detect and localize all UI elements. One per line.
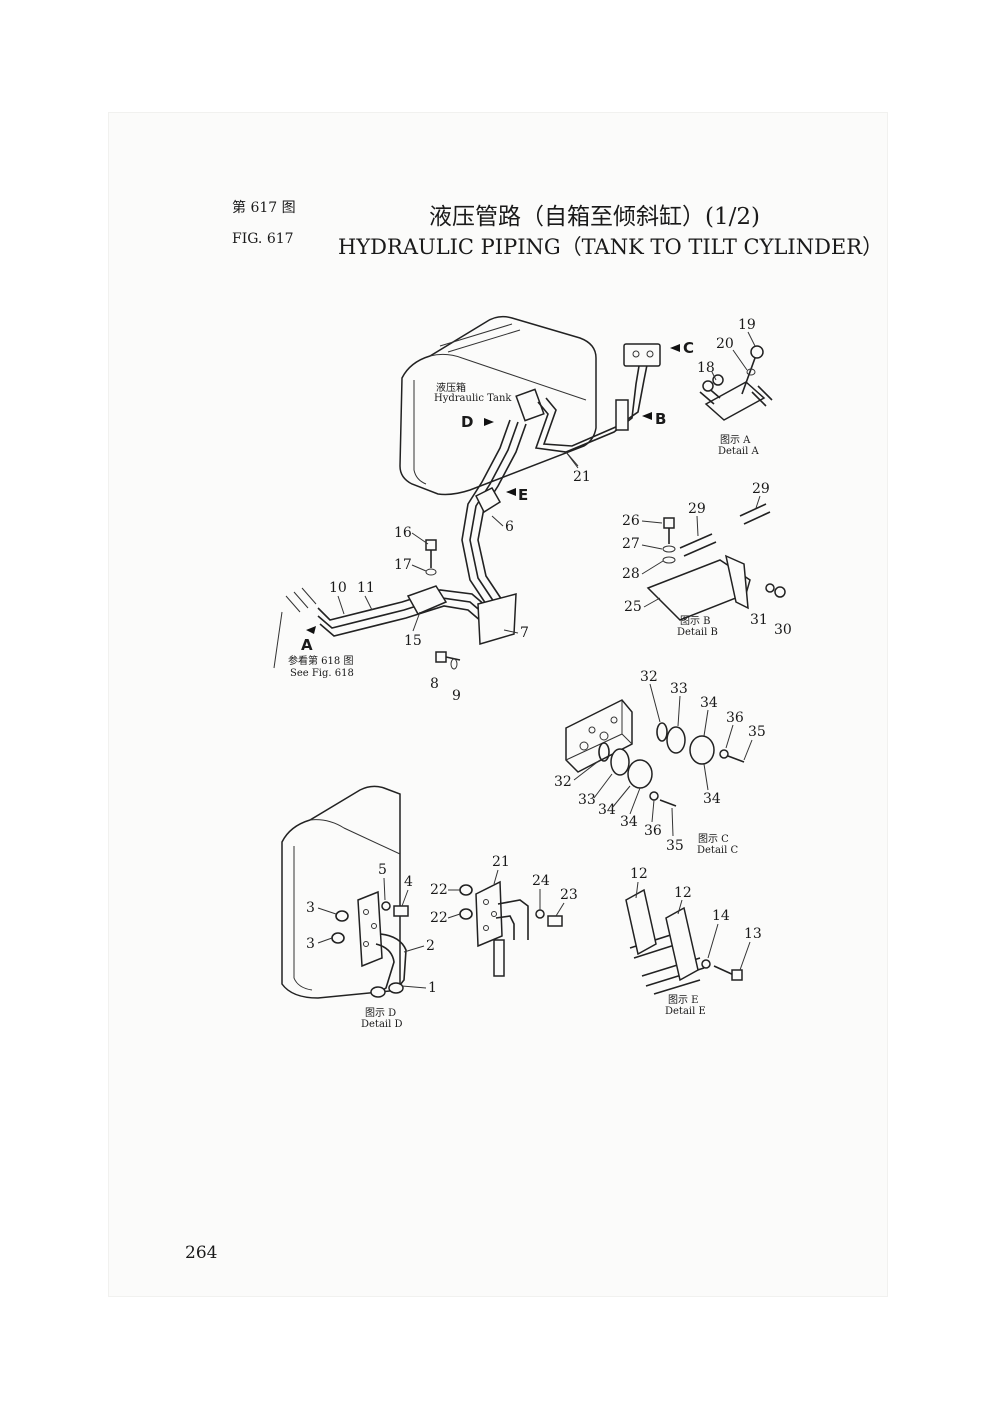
arrow-a-label: A: [301, 636, 313, 654]
detail-pipe-21-flange: 21 22 22 24 23: [430, 854, 578, 977]
detail-a-caption-cn: 图示 A: [720, 434, 751, 446]
part-11-label: 11: [357, 580, 375, 596]
part-34b-label: 34: [703, 791, 721, 807]
part-3b-label: 3: [306, 936, 315, 952]
part-36b-label: 36: [644, 823, 662, 839]
detail-a-caption-en: Detail A: [718, 446, 759, 457]
part-33a-label: 33: [670, 681, 688, 697]
detail-d-caption-en: Detail D: [361, 1019, 403, 1030]
part-34a-label: 34: [700, 695, 718, 711]
part-16-label: 16: [394, 525, 412, 541]
detail-d: 5 4 3 3 2 1 图示 D Detail D: [281, 785, 437, 1030]
part-20-label: 20: [716, 336, 734, 352]
part-1-label: 1: [428, 980, 437, 996]
arrow-b-icon: [642, 412, 652, 420]
arrow-d-label: D: [461, 413, 473, 431]
figure-number-en: FIG. 617: [232, 231, 294, 247]
part-7-label: 7: [520, 625, 529, 641]
part-29b-label: 29: [752, 481, 770, 497]
part-35b-label: 35: [666, 838, 684, 854]
detail-d-caption-cn: 图示 D: [365, 1007, 396, 1019]
part-34c-label: 34: [598, 802, 616, 818]
detail-e: 12 12 14 13 图示 E Detail E: [625, 866, 762, 1017]
part-23-label: 23: [560, 887, 578, 903]
part-35a-label: 35: [748, 724, 766, 740]
part-29a-label: 29: [688, 501, 706, 517]
part-12b-label: 12: [674, 885, 692, 901]
figure-title-cn: 液压管路（自箱至倾斜缸）(1/2): [429, 204, 760, 230]
part-4-label: 4: [404, 874, 413, 890]
part-31-label: 31: [750, 612, 768, 628]
part-6-label: 6: [505, 519, 514, 535]
part-10-label: 10: [329, 580, 347, 596]
arrow-a-icon: [306, 626, 316, 634]
detail-c-caption-en: Detail C: [697, 845, 738, 856]
part-32b-label: 32: [554, 774, 572, 790]
part-13-label: 13: [744, 926, 762, 942]
figure-title-chinese: 第 617 图 液压管路（自箱至倾斜缸）(1/2): [232, 197, 852, 230]
tank-label-cn: 液压箱: [436, 381, 466, 394]
detail-c-caption-cn: 图示 C: [698, 833, 729, 845]
view-arrows: A C B D E: [301, 339, 694, 654]
arrow-b-label: B: [655, 410, 666, 428]
part-30-label: 30: [774, 622, 792, 638]
part-14-label: 14: [712, 908, 730, 924]
part-3a-label: 3: [306, 900, 315, 916]
detail-b: 26 27 28 25 29 29 31 30 图示 B Detail B: [622, 481, 792, 638]
part-8-label: 8: [430, 676, 439, 692]
see-fig-reference: 参看第 618 图 See Fig. 618: [288, 654, 354, 679]
part-33b-label: 33: [578, 792, 596, 808]
detail-c: 32 33 34 36 35 34 32 33 34 34 36 35 图示 C…: [554, 669, 766, 856]
arrow-e-label: E: [518, 486, 528, 504]
part-36a-label: 36: [726, 710, 744, 726]
see-fig-label-en: See Fig. 618: [290, 668, 354, 679]
see-fig-label-cn: 参看第 618 图: [288, 654, 353, 667]
detail-a: 19 20 18 图示 A Detail A: [697, 317, 773, 457]
tank-label: 液压箱 Hydraulic Tank: [434, 381, 512, 404]
page-number: 264: [185, 1243, 218, 1263]
part-17-label: 17: [394, 557, 412, 573]
detail-b-caption-cn: 图示 B: [680, 615, 711, 627]
part-24-label: 24: [532, 873, 550, 889]
part-15-label: 15: [404, 633, 422, 649]
detail-e-caption-en: Detail E: [665, 1006, 706, 1017]
detail-e-caption-cn: 图示 E: [668, 994, 698, 1006]
pipe-bundle-drawing: [273, 343, 661, 670]
part-26-label: 26: [622, 513, 640, 529]
part-2-label: 2: [426, 938, 435, 954]
main-part-numbers: 21 6 16 17 10 11 15 7 8 9: [329, 451, 591, 704]
part-5-label: 5: [378, 862, 387, 878]
part-28-label: 28: [622, 566, 640, 582]
tank-label-en: Hydraulic Tank: [434, 393, 512, 404]
part-32a-label: 32: [640, 669, 658, 685]
part-27-label: 27: [622, 536, 640, 552]
figure-title-en: HYDRAULIC PIPING（TANK TO TILT CYLINDER）: [338, 235, 884, 259]
arrow-c-label: C: [683, 339, 694, 357]
part-22b-label: 22: [430, 910, 448, 926]
detail-b-caption-en: Detail B: [677, 627, 718, 638]
page-sheet: [108, 112, 888, 1297]
arrow-d-icon: [484, 418, 494, 426]
part-12a-label: 12: [630, 866, 648, 882]
part-34d-label: 34: [620, 814, 638, 830]
arrow-c-icon: [670, 344, 680, 352]
part-25-label: 25: [624, 599, 642, 615]
part-22a-label: 22: [430, 882, 448, 898]
part-9-label: 9: [452, 688, 461, 704]
part-21-label: 21: [573, 469, 591, 485]
arrow-e-icon: [506, 488, 516, 496]
part-19-label: 19: [738, 317, 756, 333]
part-18-label: 18: [697, 360, 715, 376]
figure-number-cn: 第 617 图: [232, 200, 296, 216]
figure-title-english: FIG. 617 HYDRAULIC PIPING（TANK TO TILT C…: [232, 231, 883, 261]
part-21b-label: 21: [492, 854, 510, 870]
